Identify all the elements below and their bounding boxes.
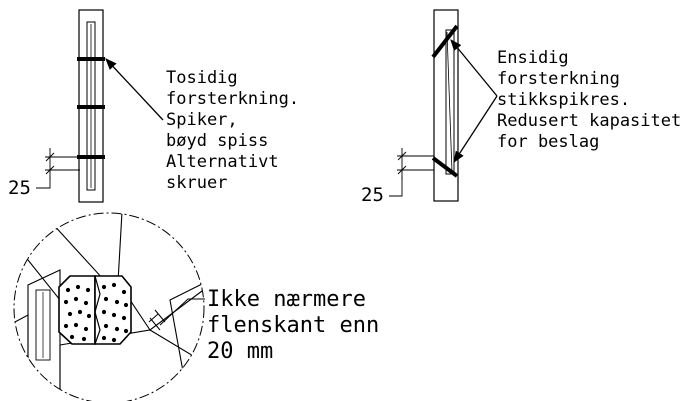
right-leader-lines	[450, 39, 498, 163]
left-leader-line	[105, 58, 164, 121]
right-label-line: Redusert kapasitet	[497, 111, 681, 131]
left-dimension-value: 25	[8, 177, 31, 199]
nail-plate	[58, 275, 132, 345]
left-label-line: Tosidig	[166, 68, 238, 88]
nail-plate-holes	[63, 282, 129, 343]
left-label: Tosidig forsterkning. Spiker, bøyd spiss…	[166, 68, 309, 193]
right-label-line: Ensidig	[497, 48, 569, 68]
left-label-line: skruer	[166, 173, 227, 193]
left-label-line: Alternativt	[166, 152, 279, 172]
bottom-detail: Ikke nærmere flenskant enn 20 mm	[13, 212, 392, 401]
detail-circle-outline	[13, 212, 205, 401]
right-timber-member	[433, 9, 459, 202]
right-detail: 25 Ensidig forsterkning stikkspikres. Re…	[361, 9, 689, 206]
bottom-label-line: 20 mm	[207, 339, 273, 364]
right-nails	[431, 24, 459, 178]
left-nails	[77, 57, 105, 159]
edge-distance-marker	[148, 309, 166, 331]
left-label-line: Spiker,	[166, 110, 238, 130]
right-label-line: stikkspikres.	[497, 90, 630, 110]
right-label: Ensidig forsterkning stikkspikres. Redus…	[497, 48, 689, 152]
right-label-line: forsterkning	[497, 69, 620, 89]
left-label-line: forsterkning.	[166, 89, 299, 109]
left-label-line: bøyd spiss	[166, 131, 268, 151]
bottom-label-line: flenskant enn	[207, 313, 379, 338]
bottom-label-line: Ikke nærmere	[207, 287, 366, 312]
left-detail: 25 Tosidig forsterkning. Spiker, bøyd sp…	[8, 9, 309, 203]
right-dimension: 25	[361, 148, 434, 206]
bottom-label: Ikke nærmere flenskant enn 20 mm	[207, 287, 392, 364]
right-label-line: for beslag	[497, 132, 599, 152]
right-dimension-value: 25	[361, 184, 384, 206]
bottom-leader-line	[159, 298, 205, 326]
left-dimension: 25	[8, 148, 80, 199]
